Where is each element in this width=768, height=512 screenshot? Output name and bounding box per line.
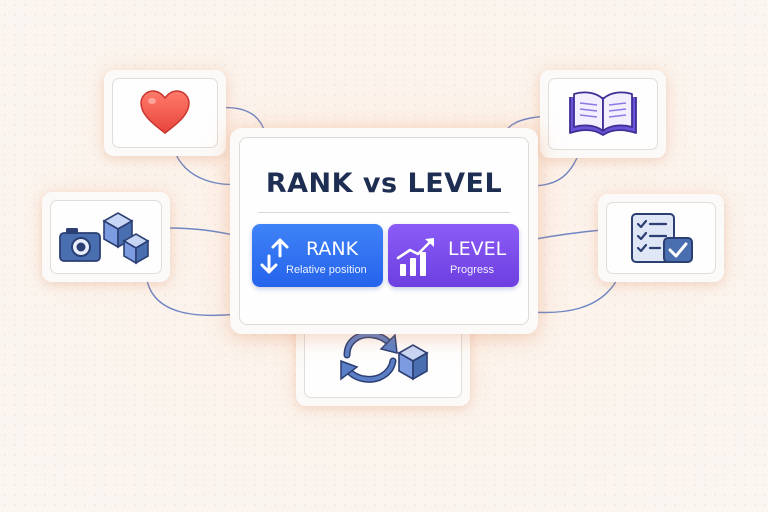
sync-cube-icon (340, 331, 429, 383)
connector-checklist-top (529, 229, 603, 241)
level-pill: LEVEL Progress (388, 224, 519, 287)
camera-cubes-icon (59, 212, 150, 265)
level-label: LEVEL (448, 238, 507, 260)
rank-label: RANK (306, 238, 359, 260)
heart-icon (140, 90, 190, 134)
diagram-title: RANK vs LEVEL (265, 168, 503, 199)
rank-subtitle: Relative position (286, 264, 367, 276)
card-heart (104, 70, 226, 156)
card-camera-cubes (42, 192, 170, 282)
up-down-arrows-icon (260, 238, 289, 274)
title-divider (258, 212, 510, 213)
level-subtitle: Progress (450, 264, 495, 276)
open-book-icon (569, 91, 637, 136)
card-open-book (540, 70, 666, 158)
connector-camera-top (165, 227, 239, 237)
connector-camera-bottom (145, 273, 239, 317)
growth-chart-icon (396, 238, 434, 276)
main-card: RANK vs LEVEL RANK Relative position LEV… (230, 128, 538, 334)
checklist-icon (631, 213, 693, 263)
connector-checklist-bottom (529, 277, 619, 314)
rank-pill: RANK Relative position (252, 224, 383, 287)
card-checklist (598, 194, 724, 282)
